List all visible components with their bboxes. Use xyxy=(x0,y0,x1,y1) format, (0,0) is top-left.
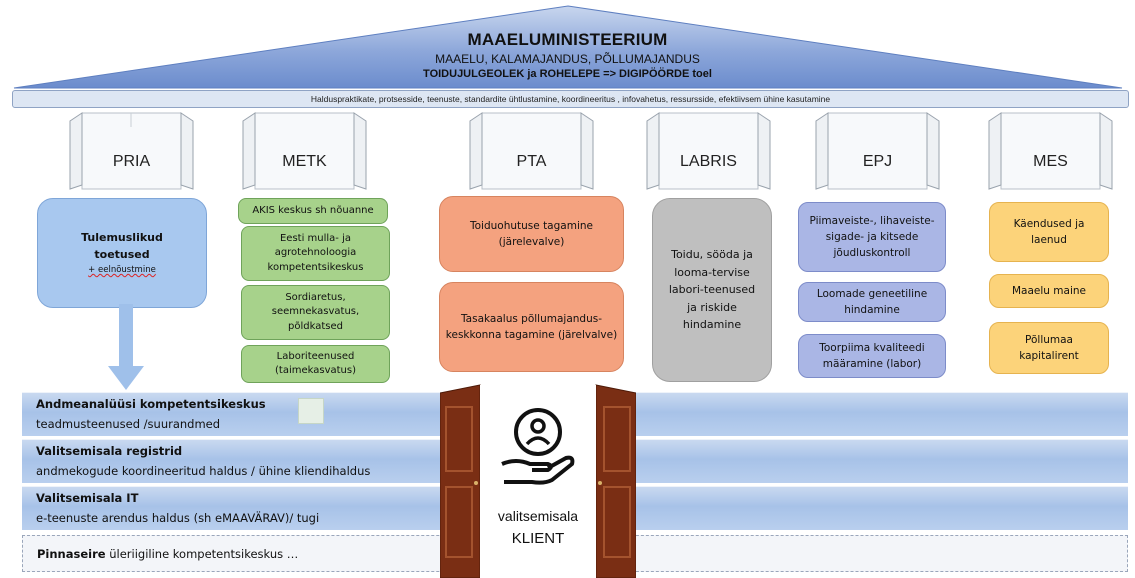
ministry-title: MAAELUMINISTEERIUM xyxy=(467,30,668,49)
window-pria: PRIA xyxy=(68,111,195,191)
bar-it-sub: e-teenuste arendus haldus (sh eMAAVÄRAV)… xyxy=(36,511,320,525)
metk-box-2: Eesti mulla- ja agrotehnoloogia kompeten… xyxy=(241,226,390,281)
pria-line-2: toetused xyxy=(94,248,150,262)
door-icon xyxy=(440,384,636,578)
epj-box-3: Toorpiima kvaliteedi määramine (labor) xyxy=(798,334,946,378)
window-labris: LABRIS xyxy=(645,111,772,191)
window-icon xyxy=(469,112,594,190)
bar-registers-sub: andmekogude koordineeritud haldus / ühin… xyxy=(36,464,371,478)
ministry-subtitle-2: TOIDUJULGEOLEK ja ROHELEPE => DIGIPÖÖRDE… xyxy=(423,68,712,80)
epj-box-1: Piimaveiste-, lihaveiste-sigade- ja kits… xyxy=(798,202,946,272)
mes-box-2: Maaelu maine xyxy=(989,274,1109,308)
mes-box-1: Käendused ja laenud xyxy=(989,202,1109,262)
down-arrow-icon xyxy=(108,304,144,390)
door-text-2: KLIENT xyxy=(511,530,565,547)
pria-box: Tulemuslikud toetused + eelnõustmine xyxy=(37,198,207,308)
harmonization-band: Halduspraktikate, protsesside, teenuste,… xyxy=(12,90,1129,108)
metk-box-3: Sordiaretus, seemnekasvatus, põldkatsed xyxy=(241,285,390,340)
window-label-metk: METK xyxy=(282,153,327,170)
epj-box-2: Loomade geneetiline hindamine xyxy=(798,282,946,322)
door-text-1: valitsemisala xyxy=(497,508,579,524)
window-icon xyxy=(988,112,1113,190)
bar-registers-title: Valitsemisala registrid xyxy=(36,444,183,458)
metk-box-1: AKIS keskus sh nõuanne xyxy=(238,198,388,224)
window-label-epj: EPJ xyxy=(862,153,893,170)
window-label-labris: LABRIS xyxy=(680,153,737,170)
pta-box-2: Tasakaalus põllumajandus-keskkonna tagam… xyxy=(439,282,624,372)
window-icon xyxy=(646,112,771,190)
bar-it-title: Valitsemisala IT xyxy=(36,491,139,505)
window-icon xyxy=(815,112,940,190)
bar-analytics-title: Andmeanalüüsi kompetentsikeskus xyxy=(36,397,266,411)
window-label-pta: PTA xyxy=(516,153,547,170)
roof-shape xyxy=(13,5,1123,89)
labris-box: Toidu, sööda ja looma-tervise labori-tee… xyxy=(652,198,772,382)
window-icon xyxy=(242,112,367,190)
mes-box-3: Põllumaa kapitalirent xyxy=(989,322,1109,374)
window-pta: PTA xyxy=(468,111,595,191)
bar-analytics-sub: teadmusteenused /suurandmed xyxy=(36,417,221,431)
bar-soil-text: Pinnaseire üleriigiline kompetentsikesku… xyxy=(37,547,299,561)
window-label-mes: MES xyxy=(1033,153,1068,170)
pta-box-1: Toiduohutuse tagamine (järelevalve) xyxy=(439,196,624,272)
pria-line-3: + eelnõustmine xyxy=(88,265,156,275)
window-label-pria: PRIA xyxy=(112,153,151,170)
client-care-icon xyxy=(501,408,575,485)
metk-box-4: Laboriteenused (taimekasvatus) xyxy=(241,345,390,383)
window-mes: MES xyxy=(987,111,1114,191)
pria-line-1: Tulemuslikud xyxy=(81,230,163,244)
window-icon xyxy=(69,112,194,190)
window-metk: METK xyxy=(241,111,368,191)
ministry-subtitle: MAAELU, KALAMAJANDUS, PÕLLUMAJANDUS xyxy=(435,52,700,66)
window-epj: EPJ xyxy=(814,111,941,191)
qr-code-icon xyxy=(298,398,324,424)
